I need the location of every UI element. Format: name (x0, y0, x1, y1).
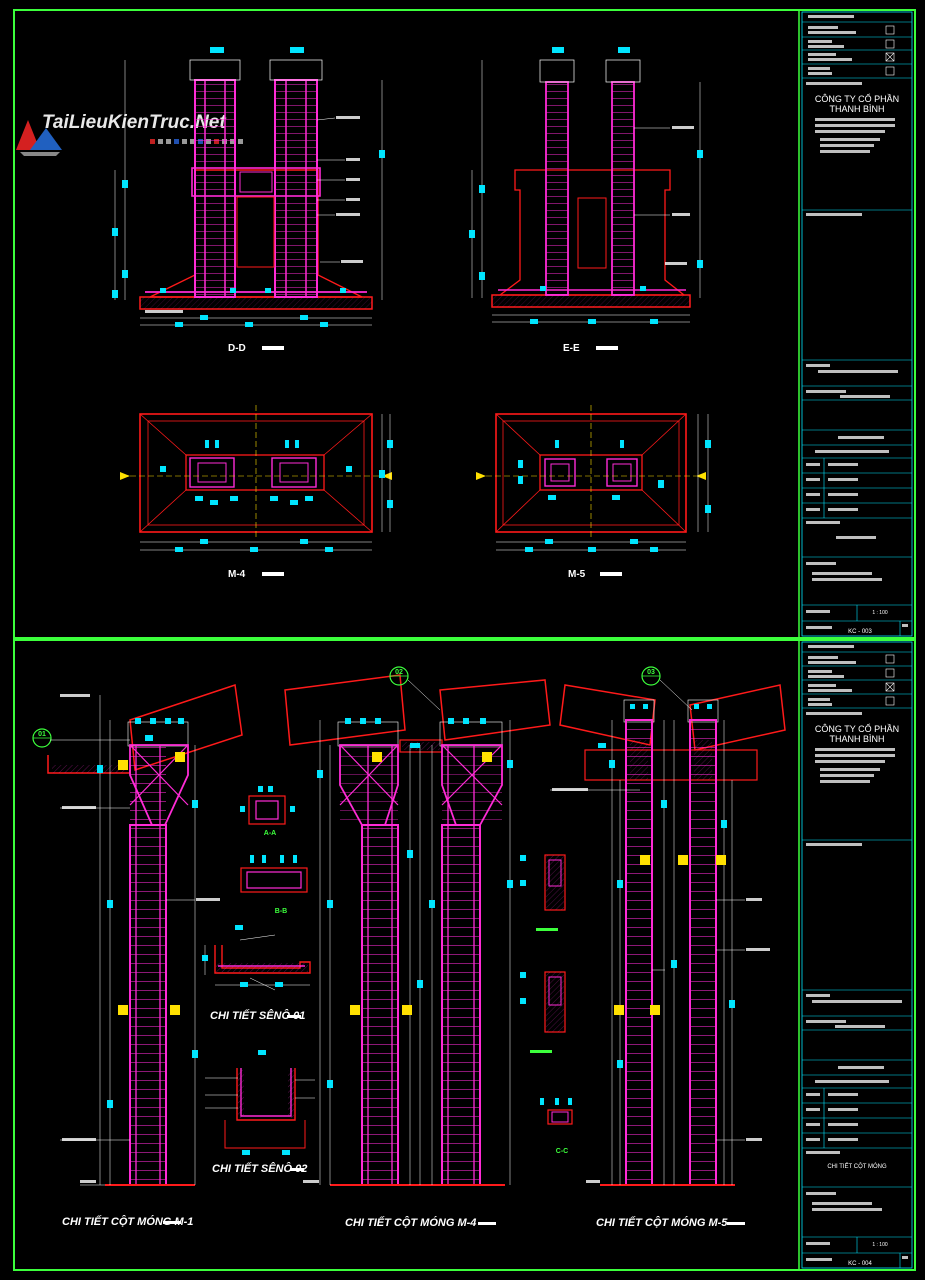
section-details-small: C-C (520, 854, 573, 1155)
scale-text: 1 : 100 (872, 610, 888, 616)
column-detail-m1: 01 CHI TIẾT CỘT MÓNG M-1 (32, 684, 243, 1228)
sheet-number-bottom: KC - 004 (848, 1261, 872, 1267)
titleblock-top: CÔNG TY CỔ PHẦN THANH BÌNH 1 : 100 KC - … (801, 11, 913, 637)
callout-01: 01 (38, 731, 46, 738)
column-detail-m5: 03 CHI TIẾT CỘT MÓNG M-5 (550, 666, 786, 1229)
title-column-m4: CHI TIẾT CỘT MÓNG M-4 (345, 1216, 476, 1229)
section-label-bb: B-B (275, 908, 287, 915)
title-column-m1: CHI TIẾT CỘT MÓNG M-1 (62, 1215, 193, 1228)
column-detail-m4: 02 CHI TIẾT CỘT MÓNG M-4 (284, 666, 551, 1229)
section-bb: B-B (240, 855, 308, 915)
title-gutter-01: CHI TIẾT SÊNÔ 01 (210, 1009, 305, 1022)
plan-m5: M-5 (476, 405, 711, 580)
plan-m4: M-4 (120, 405, 393, 580)
company-name-line2: THANH BÌNH (829, 104, 884, 114)
drawing-name-bottom: CHI TIẾT CỘT MÓNG (827, 1163, 887, 1170)
titleblock-bottom: CÔNG TY CỔ PHẦN THANH BÌNH CHI TIẾT CỘT … (801, 641, 913, 1269)
plan-label-m4: M-4 (228, 569, 246, 580)
title-column-m5: CHI TIẾT CỘT MÓNG M-5 (596, 1216, 728, 1229)
gutter-detail-01: CHI TIẾT SÊNÔ 01 (202, 925, 311, 1022)
plan-label-m5: M-5 (568, 569, 586, 580)
callout-02: 02 (395, 669, 403, 676)
elevation-dd: D-D (112, 47, 385, 354)
company-name-line1: CÔNG TY CỔ PHẦN (815, 93, 899, 104)
section-aa: A-A (240, 786, 295, 837)
elevation-ee: E-E (469, 47, 703, 354)
section-label-cc: C-C (556, 1148, 568, 1155)
title-gutter-02: CHI TIẾT SÊNÔ 02 (212, 1162, 307, 1175)
section-label-aa: A-A (264, 830, 276, 837)
company-name-line2-bottom: THANH BÌNH (829, 734, 884, 744)
gutter-detail-02: CHI TIẾT SÊNÔ 02 (205, 1050, 315, 1175)
sheet-frames (13, 9, 916, 1271)
sheet-number: KC - 003 (848, 629, 872, 635)
section-label-dd: D-D (228, 343, 246, 354)
scale-text-bottom: 1 : 100 (872, 1242, 888, 1248)
watermark-logo-icon (16, 120, 62, 156)
callout-03: 03 (647, 669, 655, 676)
company-name-line1-bottom: CÔNG TY CỔ PHẦN (815, 723, 899, 734)
section-label-ee: E-E (563, 343, 580, 354)
watermark-text: TaiLieuKienTruc.Net (42, 112, 226, 133)
